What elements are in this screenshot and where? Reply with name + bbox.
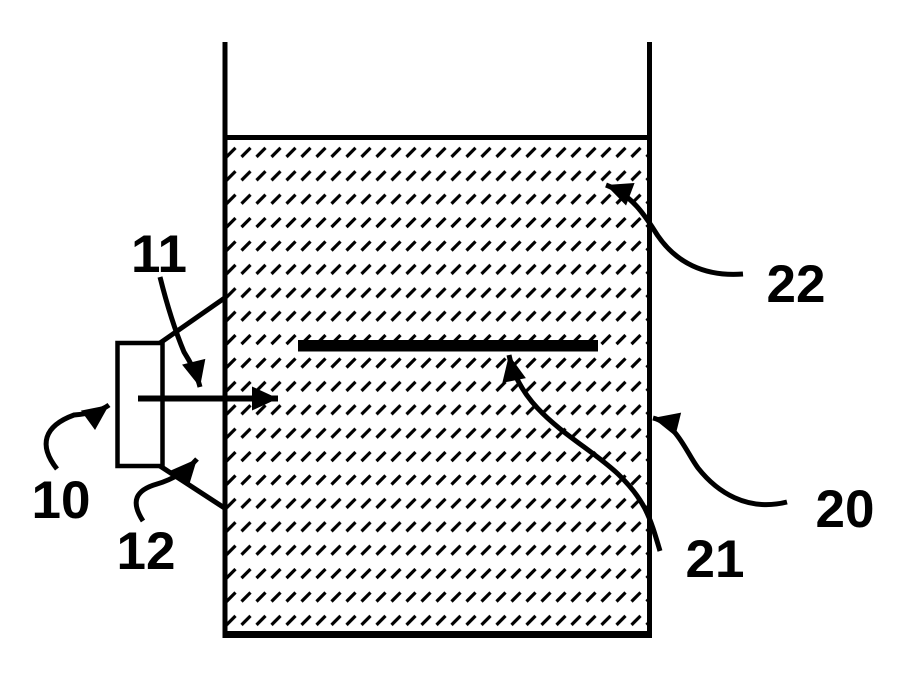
leader-arrow-11 (157, 276, 206, 388)
label-20: 20 (816, 480, 875, 539)
label-22: 22 (767, 255, 826, 314)
leader-arrow-21 (502, 354, 663, 552)
transducer-box (115, 340, 165, 469)
target-plate-bar (298, 340, 598, 352)
label-21: 21 (686, 530, 745, 589)
leader-arrow-12 (133, 457, 199, 523)
leader-arrow-10 (43, 402, 111, 471)
leader-arrow-20 (652, 412, 788, 508)
label-12: 12 (117, 522, 176, 581)
liquid-hatch-fill (227, 140, 647, 631)
beam-upper-edge-line (158, 294, 228, 346)
label-10: 10 (32, 471, 91, 530)
beam-lower-edge-line (158, 463, 228, 512)
leader-arrow-22 (605, 182, 744, 277)
label-11: 11 (131, 225, 187, 284)
